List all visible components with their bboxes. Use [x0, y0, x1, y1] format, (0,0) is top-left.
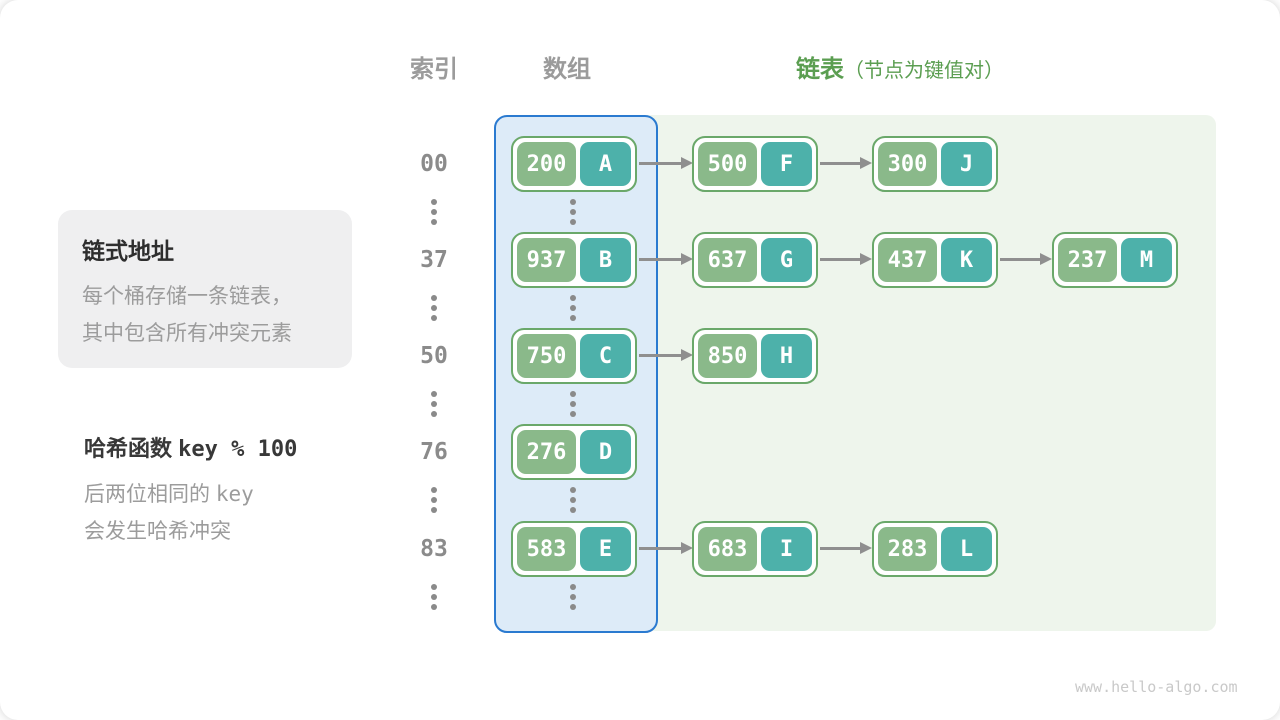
- index-ellipsis-icon: [431, 391, 437, 417]
- index-label-37: 37: [420, 247, 448, 273]
- info-box-body: 每个桶存储一条链表， 其中包含所有冲突元素: [82, 278, 328, 352]
- array-ellipsis-icon: [570, 391, 576, 417]
- arrow-icon: [639, 157, 693, 169]
- index-label-00: 00: [420, 151, 448, 177]
- header-linked-list: 链表 （节点为键值对）: [796, 54, 1004, 86]
- node-key: 437: [878, 238, 937, 282]
- kv-node-850-H: 850 H: [692, 328, 818, 384]
- hash-function-label: 哈希函数: [84, 436, 173, 461]
- array-ellipsis-icon: [570, 295, 576, 321]
- info-box-title: 链式地址: [82, 238, 174, 264]
- kv-node-283-L: 283 L: [872, 521, 998, 577]
- index-ellipsis-icon: [431, 584, 437, 610]
- node-key: 500: [698, 142, 757, 186]
- index-label-50: 50: [420, 343, 448, 369]
- kv-node-276-D: 276 D: [511, 424, 637, 480]
- kv-node-200-A: 200 A: [511, 136, 637, 192]
- chaining-info-box: 链式地址 每个桶存储一条链表， 其中包含所有冲突元素: [58, 210, 352, 368]
- array-ellipsis-icon: [570, 487, 576, 513]
- info-box-line-2: 其中包含所有冲突元素: [82, 322, 292, 345]
- kv-node-437-K: 437 K: [872, 232, 998, 288]
- header-array: 数组: [543, 56, 591, 83]
- header-index: 索引: [410, 56, 458, 83]
- node-value: A: [580, 142, 631, 186]
- hash-function-note: 哈希函数 key % 100 后两位相同的 key 会发生哈希冲突: [84, 432, 297, 550]
- hash-function-formula: key % 100: [178, 437, 298, 462]
- index-ellipsis-icon: [431, 487, 437, 513]
- kv-node-750-C: 750 C: [511, 328, 637, 384]
- kv-node-300-J: 300 J: [872, 136, 998, 192]
- arrow-icon: [639, 349, 693, 361]
- watermark-url: www.hello-algo.com: [1075, 678, 1238, 696]
- index-ellipsis-icon: [431, 199, 437, 225]
- hash-collision-line-2: 会发生哈希冲突: [84, 520, 231, 543]
- node-key: 276: [517, 430, 576, 474]
- node-value: L: [941, 527, 992, 571]
- kv-node-683-I: 683 I: [692, 521, 818, 577]
- arrow-icon: [820, 253, 872, 265]
- node-value: I: [761, 527, 812, 571]
- node-value: D: [580, 430, 631, 474]
- hash-collision-key: key: [215, 482, 254, 506]
- node-value: F: [761, 142, 812, 186]
- node-key: 850: [698, 334, 757, 378]
- node-value: K: [941, 238, 992, 282]
- node-key: 283: [878, 527, 937, 571]
- node-value: J: [941, 142, 992, 186]
- node-value: B: [580, 238, 631, 282]
- node-value: C: [580, 334, 631, 378]
- node-key: 583: [517, 527, 576, 571]
- index-ellipsis-icon: [431, 295, 437, 321]
- node-value: E: [580, 527, 631, 571]
- node-key: 750: [517, 334, 576, 378]
- node-value: M: [1121, 238, 1172, 282]
- header-linked-list-note: （节点为键值对）: [844, 60, 1004, 82]
- kv-node-500-F: 500 F: [692, 136, 818, 192]
- hash-collision-text: 后两位相同的: [84, 483, 210, 506]
- node-key: 637: [698, 238, 757, 282]
- index-label-83: 83: [420, 536, 448, 562]
- node-key: 937: [517, 238, 576, 282]
- node-key: 300: [878, 142, 937, 186]
- array-ellipsis-icon: [570, 584, 576, 610]
- node-key: 200: [517, 142, 576, 186]
- node-value: G: [761, 238, 812, 282]
- kv-node-937-B: 937 B: [511, 232, 637, 288]
- node-value: H: [761, 334, 812, 378]
- hash-function-line: 哈希函数 key % 100: [84, 432, 297, 467]
- kv-node-637-G: 637 G: [692, 232, 818, 288]
- hash-collision-line-1: 后两位相同的 key: [84, 476, 297, 513]
- node-key: 237: [1058, 238, 1117, 282]
- header-linked-list-title: 链表: [796, 56, 844, 83]
- arrow-icon: [639, 253, 693, 265]
- arrow-icon: [820, 542, 872, 554]
- array-ellipsis-icon: [570, 199, 576, 225]
- kv-node-237-M: 237 M: [1052, 232, 1178, 288]
- arrow-icon: [639, 542, 693, 554]
- arrow-icon: [1000, 253, 1052, 265]
- kv-node-583-E: 583 E: [511, 521, 637, 577]
- index-label-76: 76: [420, 439, 448, 465]
- node-key: 683: [698, 527, 757, 571]
- arrow-icon: [820, 157, 872, 169]
- info-box-line-1: 每个桶存储一条链表，: [82, 285, 292, 308]
